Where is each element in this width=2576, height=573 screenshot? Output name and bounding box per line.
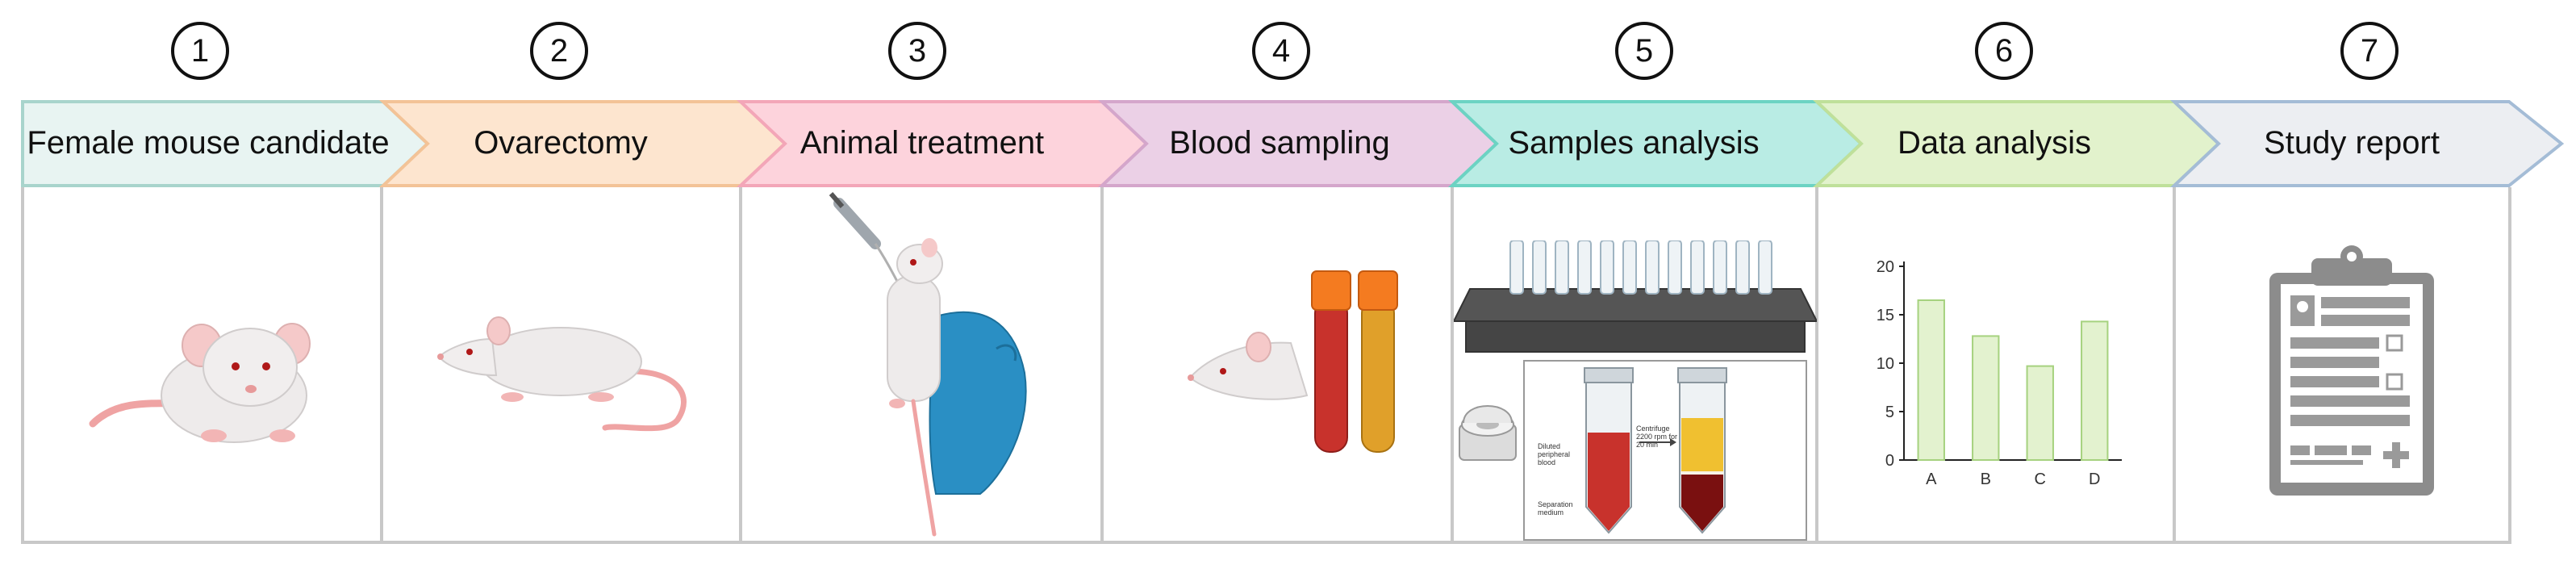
y-tick-label: 5 [1885, 404, 1894, 421]
chevron-7 [2169, 100, 2565, 187]
step-number-7: 7 [2340, 22, 2399, 80]
step-number-4: 4 [1252, 22, 1310, 80]
centrifuge-device-icon [1459, 405, 1517, 461]
panel-7 [2173, 187, 2511, 544]
panel-5 [1451, 187, 1818, 544]
bar-B [1972, 335, 2000, 462]
step-label-3: Animal treatment [800, 124, 1045, 161]
step-number-6: 6 [1975, 22, 2033, 80]
panel-2 [380, 187, 742, 544]
step-label-6: Data analysis [1897, 124, 2092, 161]
separation-medium-label: Separation medium [1538, 500, 1573, 517]
x-tick-label: A [1926, 471, 1937, 488]
y-tick-label: 0 [1885, 452, 1894, 470]
yellow-blood-tube [1361, 298, 1395, 453]
injection-illustration [829, 192, 1027, 537]
centrifuge-arrow-label: Centrifuge 2200 rpm for 20 min [1636, 425, 1678, 449]
y-tick-label: 10 [1877, 355, 1894, 373]
bar-A [1917, 299, 1945, 461]
step-number-3: 3 [888, 22, 946, 80]
x-tick-label: D [2089, 471, 2100, 488]
panel-1 [21, 187, 383, 544]
tube-rack-illustration [1454, 240, 1817, 353]
y-tick-label: 20 [1877, 258, 1894, 276]
diluted-blood-label: Diluted peripheral blood [1538, 442, 1571, 466]
samples-analysis-illustration: Centrifuge 2200 rpm for 20 min Diluted p… [1454, 190, 1817, 541]
chevron-band [21, 100, 2565, 187]
y-tick-label: 15 [1877, 307, 1894, 324]
step-label-7: Study report [2264, 124, 2440, 161]
step-number-5: 5 [1615, 22, 1673, 80]
step-label-5: Samples analysis [1508, 124, 1760, 161]
panel-3 [739, 187, 1104, 544]
clipboard-report-icon [2269, 245, 2434, 496]
panel-6 [1815, 187, 2176, 544]
step-number-1: 1 [171, 22, 229, 80]
mouse-sitting-illustration [89, 323, 311, 443]
bar-chart: 0 5 10 15 20A B C D [1877, 258, 2122, 488]
centrifuge-inset: Centrifuge 2200 rpm for 20 min Diluted p… [1523, 360, 1807, 541]
x-tick-label: C [2035, 471, 2046, 488]
step-label-2: Ovarectomy [474, 124, 648, 161]
bar-C [2026, 365, 2054, 462]
x-tick-label: B [1981, 471, 1991, 488]
bar-D [2081, 320, 2109, 462]
red-blood-tube [1314, 298, 1348, 453]
panel-4 [1100, 187, 1454, 544]
centrifuge-tubes-illustration [1584, 367, 1727, 534]
step-label-4: Blood sampling [1169, 124, 1390, 161]
mouse-walking-illustration [437, 316, 687, 432]
step-number-2: 2 [530, 22, 588, 80]
step-label-1: Female mouse candidate [27, 124, 390, 161]
blood-sampling-illustration [1188, 270, 1398, 453]
